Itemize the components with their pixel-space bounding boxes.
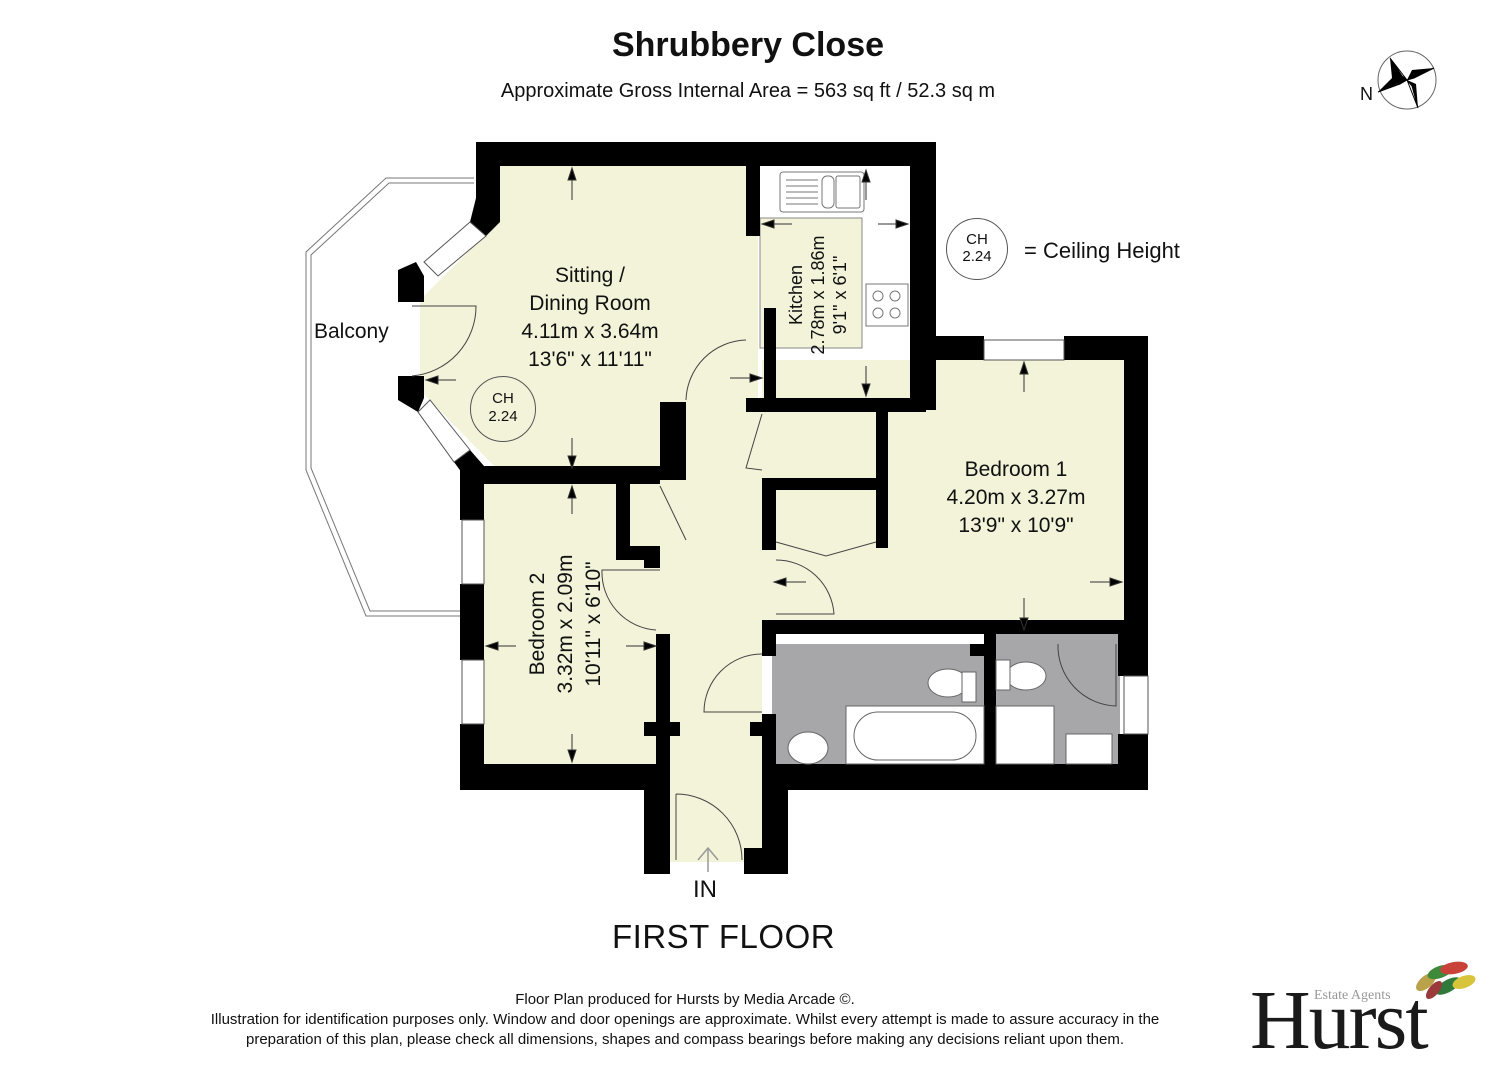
sitting-room-name-1: Sitting / xyxy=(554,264,626,287)
window-sitting-upper xyxy=(423,221,487,277)
bedroom1-metric: 4.20m x 3.27m xyxy=(946,486,1086,509)
entrance-label: IN xyxy=(693,876,717,903)
ceiling-height-legend-bubble: CH 2.24 xyxy=(946,218,1008,280)
basin xyxy=(787,731,829,765)
kitchen-name: Kitchen xyxy=(786,264,806,326)
bathroom-fixtures xyxy=(787,659,1113,765)
legend-ch-value: 2.24 xyxy=(962,248,992,265)
dimension-arrows xyxy=(424,166,1124,764)
ensuite-basin xyxy=(1065,733,1113,765)
sitting-room-label: Sitting / Dining Room 4.11m x 3.64m 13'6… xyxy=(500,262,680,374)
window-bedroom2-upper xyxy=(461,519,485,585)
disclaimer: Floor Plan produced for Hursts by Media … xyxy=(120,990,1250,1050)
ceiling-height-legend: CH 2.24 = Ceiling Height xyxy=(946,218,1206,284)
kitchen-metric: 2.78m x 1.86m xyxy=(808,235,828,355)
entrance-arrow-icon xyxy=(697,846,719,872)
kitchen-floor-tint xyxy=(759,217,863,349)
bedroom1-imperial: 13'9" x 10'9" xyxy=(958,514,1074,537)
kitchen-sink xyxy=(779,171,865,213)
bedroom2-imperial: 10'11" x 6'10" xyxy=(582,561,605,687)
kitchen-hob xyxy=(865,283,909,327)
kitchen-imperial: 9'1" x 6'1" xyxy=(830,255,850,335)
kitchen-label: Kitchen 2.78m x 1.86m 9'1" x 6'1" xyxy=(785,215,851,375)
sitting-room-imperial: 13'6" x 11'11" xyxy=(528,348,652,371)
balcony-outline xyxy=(305,177,474,617)
bedroom1-name: Bedroom 1 xyxy=(964,458,1068,481)
cupboard-floor xyxy=(630,484,660,546)
floor-label: FIRST FLOOR xyxy=(612,918,836,955)
toilet-ensuite xyxy=(1005,661,1047,691)
window-bedroom2-lower xyxy=(461,659,485,725)
bedroom2-metric: 3.32m x 2.09m xyxy=(554,554,577,694)
sitting-room-name-2: Dining Room xyxy=(529,292,651,315)
balcony-label: Balcony xyxy=(314,320,389,343)
disclaimer-line-2: preparation of this plan, please check a… xyxy=(245,1031,1124,1048)
bedroom2-name: Bedroom 2 xyxy=(526,572,549,676)
legend-description: = Ceiling Height xyxy=(1024,238,1180,263)
window-sitting-lower xyxy=(417,399,471,463)
walls xyxy=(398,142,1148,874)
shower-tray xyxy=(995,705,1055,765)
bedroom2-label: Bedroom 2 3.32m x 2.09m 10'11" x 6'10" xyxy=(524,524,608,724)
credit-line: Floor Plan produced for Hursts by Media … xyxy=(515,991,855,1008)
logo-tagline: Estate Agents xyxy=(1314,988,1391,1003)
disclaimer-line-1: Illustration for identification purposes… xyxy=(210,1011,1160,1028)
compass-star-icon xyxy=(1377,50,1437,110)
ch-marker-label: CH xyxy=(492,390,514,407)
bedroom1-label: Bedroom 1 4.20m x 3.27m 13'9" x 10'9" xyxy=(916,456,1116,540)
leaves-icon xyxy=(1416,961,1476,1000)
gross-internal-area: Approximate Gross Internal Area = 563 sq… xyxy=(500,80,996,102)
ceiling-height-marker: CH 2.24 xyxy=(470,376,536,442)
door-swings xyxy=(411,305,1117,861)
window-bedroom1 xyxy=(983,339,1065,361)
sitting-room-metric: 4.11m x 3.64m xyxy=(521,320,659,343)
hurst-logo: Hurst Estate Agents xyxy=(1248,958,1476,1068)
windows xyxy=(417,221,1149,735)
window-ensuite xyxy=(1123,675,1149,735)
logo-brand: Hurst xyxy=(1250,974,1429,1067)
compass-north-label: N xyxy=(1360,84,1373,104)
plan-title: Shrubbery Close xyxy=(611,26,885,64)
ch-marker-value: 2.24 xyxy=(488,408,518,425)
legend-ch-label: CH xyxy=(966,231,988,248)
